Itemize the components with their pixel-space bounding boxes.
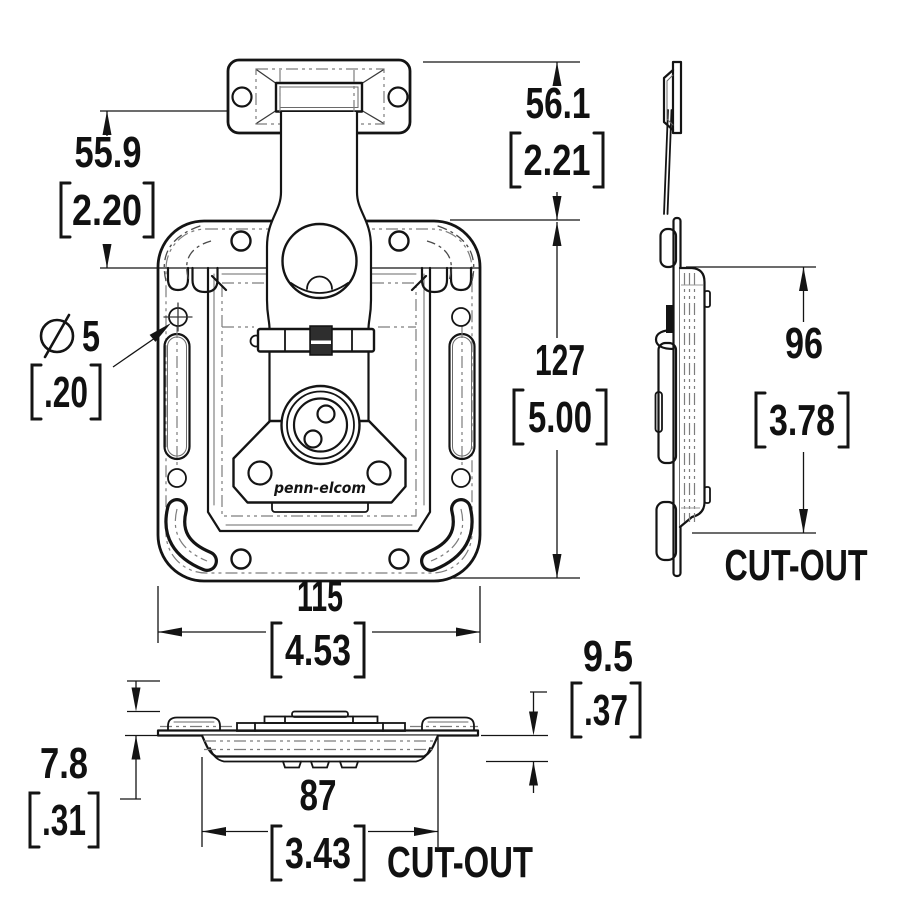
side-hinge-knuckle bbox=[659, 227, 678, 269]
side-wing-profile bbox=[657, 341, 678, 465]
bottom-view bbox=[156, 710, 480, 769]
dimension-dish-height: 127 5.00 bbox=[450, 222, 608, 579]
diameter-symbol-icon bbox=[39, 313, 75, 359]
cam-knob bbox=[280, 384, 361, 466]
side-strap-section bbox=[666, 305, 674, 333]
bottom-flange-plate bbox=[156, 729, 480, 737]
dim-cutout-height-inch: 3.78 bbox=[769, 396, 835, 445]
mounting-slot-right bbox=[448, 326, 476, 467]
kidney-slot-bottom-right bbox=[420, 498, 474, 572]
dim-offset-right-mm: 56.1 bbox=[526, 79, 591, 128]
dim-offset-left-mm: 55.9 bbox=[75, 128, 142, 177]
dim-height-above-mm: 7.8 bbox=[40, 739, 88, 788]
dim-hole-diameter-inch: .20 bbox=[44, 368, 88, 417]
mounting-slot-left bbox=[163, 326, 191, 467]
kidney-slot-top-left bbox=[163, 224, 212, 282]
bottom-end-tabs bbox=[167, 716, 475, 732]
brand-logo-text: penn-elcom bbox=[273, 479, 366, 497]
dim-offset-right-inch: 2.21 bbox=[524, 136, 591, 185]
dim-dish-height-inch: 5.00 bbox=[528, 393, 592, 442]
dimension-depth-below: 9.5 .37 bbox=[481, 632, 642, 793]
dim-offset-left-inch: 2.20 bbox=[72, 186, 142, 235]
dimension-hole-diameter: 5 .20 bbox=[30, 312, 171, 421]
screw-holes bbox=[230, 230, 410, 570]
side-cam-profile bbox=[654, 328, 675, 351]
front-view: penn-elcom bbox=[156, 58, 482, 583]
strap-opening bbox=[281, 222, 358, 300]
side-dish-profile bbox=[678, 266, 711, 529]
cutout-label-bottom: CUT-OUT bbox=[387, 838, 533, 887]
cutout-label-side: CUT-OUT bbox=[725, 541, 868, 590]
bottom-dish-profile bbox=[200, 734, 440, 769]
strike-plate bbox=[226, 58, 412, 135]
bottom-latch-stack bbox=[236, 710, 406, 732]
dim-cutout-width-inch: 3.43 bbox=[285, 829, 351, 878]
kidney-slot-bottom-left bbox=[164, 498, 218, 572]
dimension-cutout-height: 96 3.78 CUT-OUT bbox=[686, 266, 868, 590]
dimension-cutout-width: 87 3.43 CUT-OUT bbox=[201, 737, 533, 887]
dimension-offset-left: 55.9 2.20 bbox=[59, 110, 227, 269]
side-strike-plate bbox=[662, 60, 683, 135]
dimension-dish-width: 115 4.53 bbox=[157, 572, 481, 679]
dim-dish-height-mm: 127 bbox=[535, 336, 585, 385]
dim-cutout-height-mm: 96 bbox=[785, 319, 823, 368]
dimension-offset-right: 56.1 2.21 bbox=[423, 61, 605, 221]
dim-dish-width-inch: 4.53 bbox=[285, 626, 351, 675]
dim-hole-diameter-mm: 5 bbox=[82, 312, 100, 361]
side-view bbox=[654, 60, 711, 578]
dim-height-above-inch: .31 bbox=[42, 796, 86, 845]
kidney-slot-top-right bbox=[426, 224, 475, 282]
side-bottom-bump bbox=[655, 500, 678, 562]
hinge bbox=[222, 325, 416, 356]
dimension-height-above: 7.8 .31 bbox=[28, 680, 160, 849]
dim-dish-width-mm: 115 bbox=[297, 572, 343, 621]
dim-depth-below-inch: .37 bbox=[584, 686, 628, 735]
dim-depth-below-mm: 9.5 bbox=[583, 632, 633, 681]
latch-mechanism: penn-elcom bbox=[222, 110, 416, 513]
rivet-holes bbox=[163, 302, 471, 488]
dim-cutout-width-mm: 87 bbox=[300, 771, 337, 820]
